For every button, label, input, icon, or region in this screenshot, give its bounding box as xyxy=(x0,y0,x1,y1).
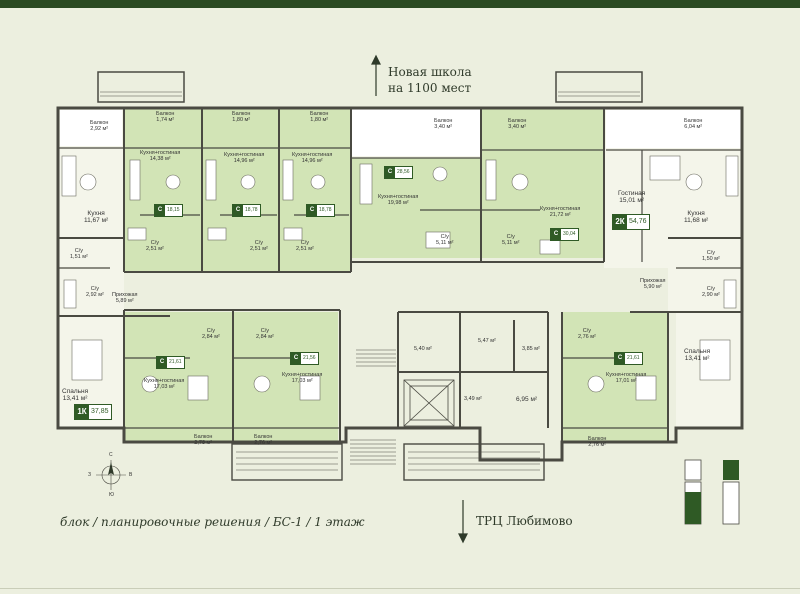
room-c2-kitchen: Кухня+гостиная 21,72 м² xyxy=(540,206,581,218)
roof-balcony-right xyxy=(555,71,643,103)
room-c2-bath: С/у 5,11 м² xyxy=(502,234,520,246)
top-brand-bar xyxy=(0,0,800,8)
room-b3-bath: С/у 2,76 м² xyxy=(578,328,596,340)
room-s2-balcony: Балкон 1,80 м² xyxy=(232,111,251,123)
school-direction-label: Новая школа на 1100 мест xyxy=(388,65,472,95)
room-bath-l2: С/у 2,92 м² xyxy=(86,286,104,298)
room-kitchen-r: Кухня 11,68 м² xyxy=(684,210,709,224)
room-s3-balcony: Балкон 1,80 м² xyxy=(310,111,329,123)
compass-n: С xyxy=(109,452,113,458)
room-hall-l: Прихожая 5,89 м² xyxy=(112,292,138,304)
room-c1-kitchen: Кухня+гостиная 19,98 м² xyxy=(378,194,419,206)
compass-rose: С Ю В З xyxy=(88,452,134,498)
room-c2-balcony: Балкон 3,40 м² xyxy=(508,118,527,130)
room-c1-balcony: Балкон 3,40 м² xyxy=(434,118,453,130)
room-core-1: 5,40 м² xyxy=(414,346,432,352)
room-b3-kitchen: Кухня+гостиная 17,01 м² xyxy=(606,372,647,384)
room-s2-bath: С/у 2,51 м² xyxy=(250,240,268,252)
room-balcony-tl: Балкон 2,92 м² xyxy=(90,120,109,132)
bottom-divider xyxy=(0,588,800,589)
apt-c2-highlight xyxy=(482,108,604,258)
compass-e: В xyxy=(129,472,133,478)
room-core-5: 6,95 м² xyxy=(516,396,538,403)
apt-b1-highlight xyxy=(124,312,232,442)
room-core-3: 3,85 м² xyxy=(522,346,540,352)
room-balcony-tr: Балкон 6,04 м² xyxy=(684,118,703,130)
compass-s: Ю xyxy=(109,492,115,498)
room-kitchen-l: Кухня 11,67 м² xyxy=(84,210,109,224)
room-bedroom-r: Спальня 13,41 м² xyxy=(684,348,711,362)
room-bath-r2: С/у 2,90 м² xyxy=(702,286,720,298)
room-bath-l1: С/у 1,51 м² xyxy=(70,248,88,260)
room-s3-bath: С/у 2,51 м² xyxy=(296,240,314,252)
roof-balcony-left xyxy=(97,71,185,103)
block-location-thumbnail xyxy=(684,459,740,525)
room-s1-bath: С/у 2,51 м² xyxy=(146,240,164,252)
footer-caption: блок / планировочные решения / БС-1 / 1 … xyxy=(60,515,365,529)
room-c1-bath: С/у 5,11 м² xyxy=(436,234,454,246)
compass-icon xyxy=(96,460,126,490)
apt-b2-highlight xyxy=(234,312,338,442)
room-s2-kitchen: Кухня+гостиная 14,96 м² xyxy=(224,152,265,164)
room-b2-kitchen: Кухня+гостиная 17,03 м² xyxy=(282,372,323,384)
room-b1-bath: С/у 2,84 м² xyxy=(202,328,220,340)
room-b1-balcony: Балкон 2,78 м² xyxy=(194,434,213,446)
room-b2-balcony: Балкон 2,76 м² xyxy=(254,434,273,446)
room-s3-kitchen: Кухня+гостиная 14,96 м² xyxy=(292,152,333,164)
room-core-4: 3,49 м² xyxy=(464,396,482,402)
room-b2-bath: С/у 2,84 м² xyxy=(256,328,274,340)
mall-direction-label: ТРЦ Любимово xyxy=(476,514,573,528)
compass-w: З xyxy=(88,472,92,478)
room-bedroom-l: Спальня 13,41 м² xyxy=(62,388,89,402)
room-bath-r1: С/у 1,50 м² xyxy=(702,250,720,262)
room-s1-kitchen: Кухня+гостиная 14,38 м² xyxy=(140,150,181,162)
room-living-r: Гостиная 15,01 м² xyxy=(618,190,646,204)
room-b3-balcony: Балкон 2,76 м² xyxy=(588,436,607,448)
room-s1-balcony: Балкон 1,74 м² xyxy=(156,111,175,123)
room-b1-kitchen: Кухня+гостиная 17,03 м² xyxy=(144,378,185,390)
room-core-2: 5,47 м² xyxy=(478,338,496,344)
room-hall-r: Прихожая 5,90 м² xyxy=(640,278,666,290)
